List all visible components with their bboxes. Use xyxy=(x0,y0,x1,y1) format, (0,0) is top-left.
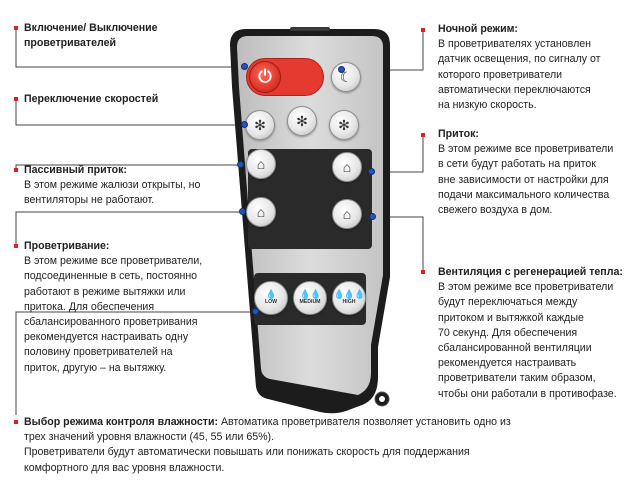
callout-recovery-line: 70 секунд. Для обеспечения xyxy=(438,326,578,339)
callout-supply-line: в сети будут работать на приток xyxy=(438,158,596,171)
drop-icon: 💧 xyxy=(265,289,277,299)
callout-airing-line: половину проветривателей на xyxy=(24,346,173,359)
callout-supply-line: свежего воздуха в дом. xyxy=(438,204,553,217)
callout-airing-line: сбалансированного проветривания xyxy=(24,316,198,329)
callout-recovery-line: В этом режиме все проветриватели xyxy=(438,281,614,294)
recovery-button[interactable]: ⌂ xyxy=(332,199,362,229)
callout-humidity-line: Проветриватели будут автоматически повыш… xyxy=(24,446,470,459)
connector-dot xyxy=(338,66,345,73)
callout-supply: Приток: В этом режиме все проветриватели… xyxy=(438,127,633,218)
callout-night-line: В проветривателях установлен xyxy=(438,38,591,51)
callout-power: Включение/ Выключение проветривателей xyxy=(24,21,234,51)
connector-dot xyxy=(241,63,248,70)
callout-speed: Переключение скоростей xyxy=(24,92,224,107)
bullet-power xyxy=(14,26,18,30)
house-icon: ⌂ xyxy=(342,159,352,175)
power-toggle[interactable]: ⏻ xyxy=(246,58,324,96)
fan-icon: ✻ xyxy=(254,116,266,133)
bullet-recovery xyxy=(421,270,425,274)
callout-airing-line: В этом режиме все проветриватели, xyxy=(24,255,203,268)
speed-medium-button[interactable]: ✻ xyxy=(287,106,317,136)
callout-airing-line: подсоединенные в сеть, постоянно xyxy=(24,270,198,283)
callout-passive: Пассивный приток: В этом режиме жалюзи о… xyxy=(24,163,234,209)
house-icon: ⌂ xyxy=(256,156,266,172)
passive-supply-button[interactable]: ⌂ xyxy=(246,149,276,179)
power-icon[interactable]: ⏻ xyxy=(249,61,281,93)
house-icon: ⌂ xyxy=(256,204,266,220)
humidity-medium-button[interactable]: 💧💧 MEDIUM xyxy=(293,281,327,315)
callout-airing-line: притока. Для обеспечения xyxy=(24,300,155,313)
remote-control: ⏻ ☾ ✻ ✻ ✻ ⌂ ⌂ ⌂ ⌂ 💧 LOW 💧💧 MEDIUM 💧💧💧 HI… xyxy=(228,27,392,417)
callout-recovery-line: чтобы они работали в противофазе. xyxy=(438,387,617,400)
bullet-supply xyxy=(421,133,425,137)
callout-airing: Проветривание: В этом режиме все проветр… xyxy=(24,239,234,376)
callout-humidity-line: трех значений уровня влажности (45, 55 и… xyxy=(24,431,275,444)
callout-humidity-first: Автоматика проветривателя позволяет уста… xyxy=(218,416,511,428)
callout-airing-line: приток, другую – на вытяжку. xyxy=(24,361,167,374)
speed-low-button[interactable]: ✻ xyxy=(245,110,275,140)
bullet-airing xyxy=(14,244,18,248)
connector-dot xyxy=(369,213,376,220)
callout-recovery-line: будут переключаться между xyxy=(438,296,578,309)
callout-recovery-title: Вентиляция с регенерацией тепла: xyxy=(438,266,623,278)
connector-dot xyxy=(241,121,248,128)
drop-icon: 💧💧 xyxy=(299,289,321,299)
callout-humidity: Выбор режима контроля влажности: Автомат… xyxy=(24,415,624,476)
humidity-low-label: LOW xyxy=(264,299,278,305)
callout-passive-line: В этом режиме жалюзи открыты, но xyxy=(24,179,201,192)
callout-supply-line: В этом режиме все проветриватели xyxy=(438,143,614,156)
connector-dot xyxy=(239,208,246,215)
bullet-passive xyxy=(14,168,18,172)
connector-dot xyxy=(368,168,375,175)
callout-airing-line: работают в режиме вытяжки или xyxy=(24,285,186,298)
callout-recovery-line: рекомендуется настраивать xyxy=(438,357,577,370)
humidity-high-label: HIGH xyxy=(342,299,356,305)
callout-night-title: Ночной режим: xyxy=(438,23,518,35)
callout-power-title: Включение/ Выключение проветривателей xyxy=(24,22,158,50)
callout-humidity-title: Выбор режима контроля влажности: xyxy=(24,416,219,428)
bullet-speed xyxy=(14,97,18,101)
callout-speed-title: Переключение скоростей xyxy=(24,93,159,105)
callout-airing-title: Проветривание: xyxy=(24,240,110,252)
callout-night: Ночной режим: В проветривателях установл… xyxy=(438,22,633,113)
callout-supply-line: подачи максимального количества xyxy=(438,188,610,201)
callout-night-line: датчик освещения, по сигналу от xyxy=(438,53,601,66)
house-icon: ⌂ xyxy=(342,206,352,222)
fan-icon: ✻ xyxy=(296,112,308,129)
callout-humidity-line: комфортного для вас уровня влажности. xyxy=(24,461,225,474)
callout-supply-title: Приток: xyxy=(438,128,479,140)
callout-recovery-line: притоком и вытяжкой каждые xyxy=(438,311,584,324)
callout-night-line: которого проветриватели xyxy=(438,68,563,81)
drop-icon: 💧💧💧 xyxy=(333,289,366,299)
callout-night-line: на низкую скорость. xyxy=(438,99,537,112)
airing-button[interactable]: ⌂ xyxy=(246,197,276,227)
speed-high-button[interactable]: ✻ xyxy=(329,110,359,140)
fan-icon: ✻ xyxy=(338,116,350,133)
callout-night-line: автоматически переключаются xyxy=(438,83,591,96)
supply-button[interactable]: ⌂ xyxy=(332,152,362,182)
humidity-medium-label: MEDIUM xyxy=(299,299,321,305)
humidity-high-button[interactable]: 💧💧💧 HIGH xyxy=(332,281,366,315)
humidity-low-button[interactable]: 💧 LOW xyxy=(254,281,288,315)
connector-dot xyxy=(252,308,259,315)
callout-passive-title: Пассивный приток: xyxy=(24,164,127,176)
connector-dot xyxy=(237,161,244,168)
callout-passive-line: вентиляторы не работают. xyxy=(24,194,155,207)
night-mode-button[interactable]: ☾ xyxy=(331,62,361,92)
callout-recovery-line: проветриватели таким образом, xyxy=(438,372,596,385)
bullet-humidity xyxy=(14,420,18,424)
callout-recovery: Вентиляция с регенерацией тепла: В этом … xyxy=(438,265,633,402)
bullet-night xyxy=(421,28,425,32)
callout-supply-line: вне зависимости от настройки для xyxy=(438,173,609,186)
callout-recovery-line: сбалансированной вентиляции xyxy=(438,342,592,355)
callout-airing-line: рекомендуется настраивать одну xyxy=(24,331,189,344)
